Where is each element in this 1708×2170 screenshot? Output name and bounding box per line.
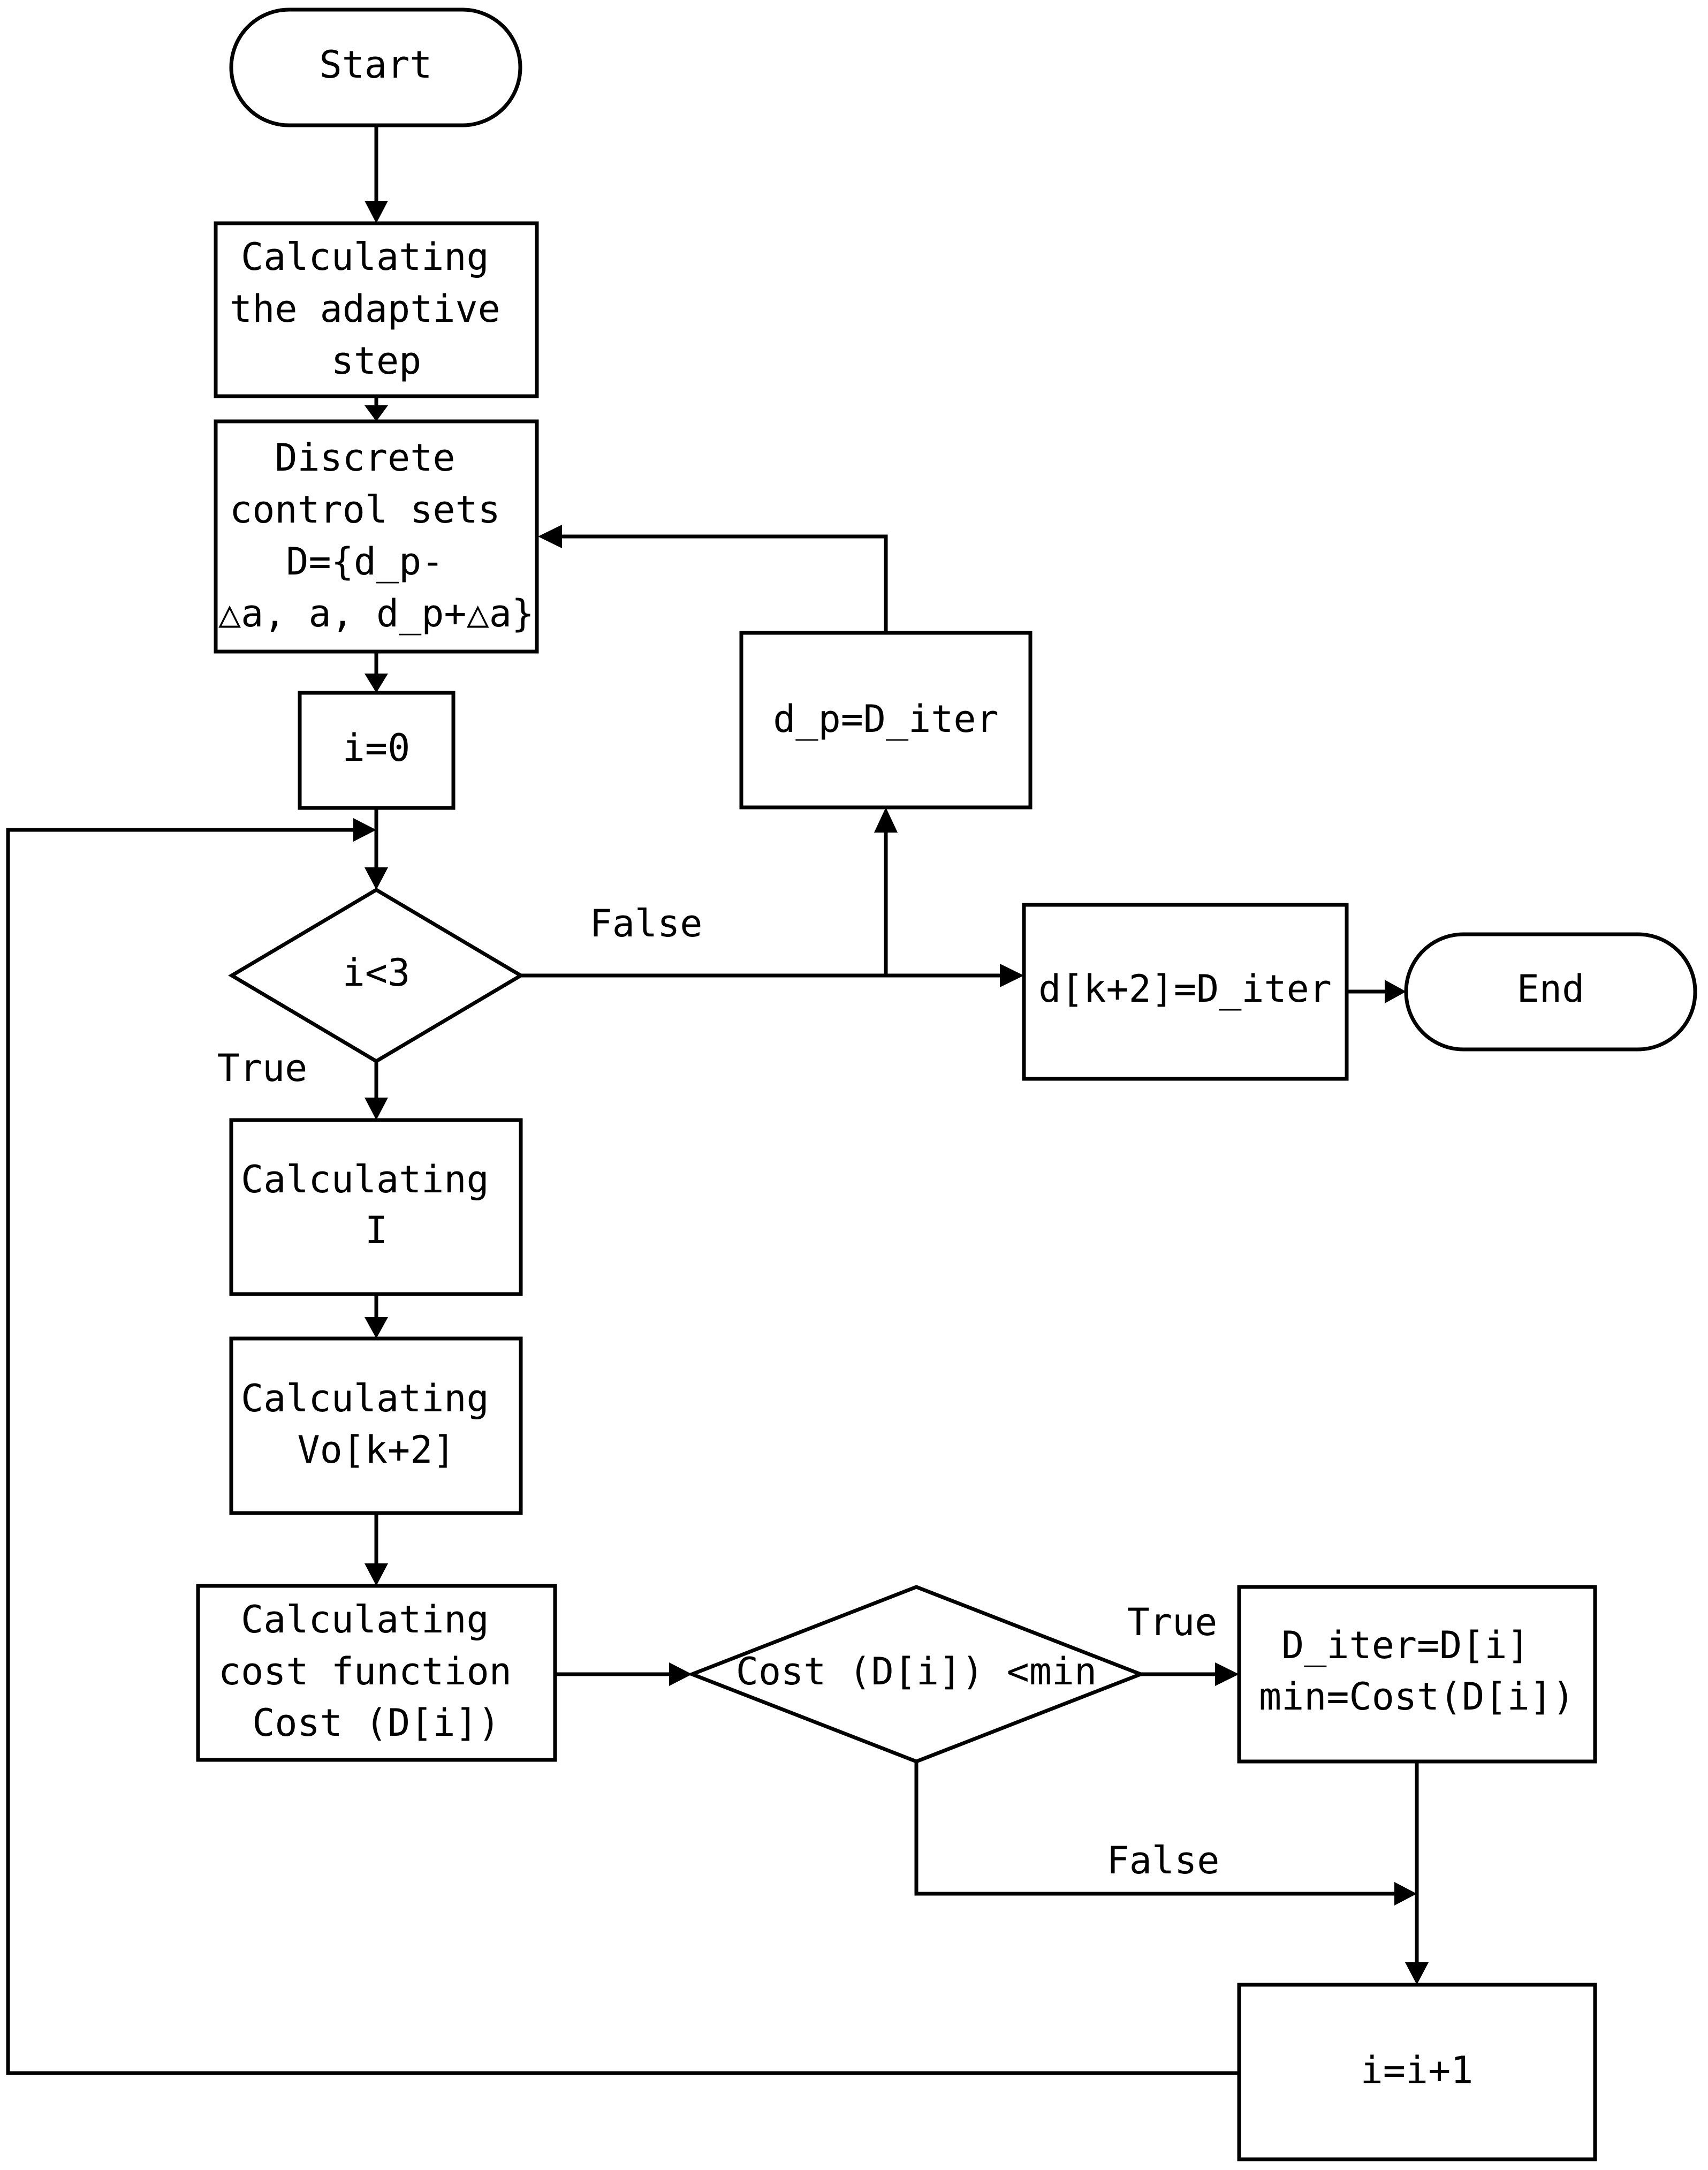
svg-text:Start: Start	[320, 43, 432, 87]
edge-cond-cost-false	[914, 1761, 1394, 1896]
discrete-sets-box	[214, 419, 539, 654]
node-cond-cost: Cost (D[i]) <min	[687, 1585, 1146, 1764]
edge-labels: False True True False	[217, 902, 1220, 1882]
node-end: End	[1404, 932, 1697, 1052]
calc-vo-line-2: Vo[k+2]	[297, 1428, 455, 1472]
node-calc-vo: Calculating Vo[k+2]	[229, 1336, 523, 1515]
arrowhead-dp	[874, 807, 898, 833]
svg-text:d_p=D_iter: d_p=D_iter	[773, 697, 998, 741]
cond-i-label: i<3	[343, 951, 410, 995]
d-out-label: d[k+2]=D_iter	[1038, 967, 1332, 1011]
svg-text:Calculating cost functio: Calculating cost function Cost (D[i])	[218, 1598, 534, 1745]
update-min-box	[1237, 1585, 1597, 1764]
cond-i-diamond	[228, 887, 525, 1064]
end-label: End	[1517, 967, 1584, 1011]
node-update-min: D_iter=D[i] min=Cost(D[i])	[1237, 1585, 1597, 1764]
cost-fn-line-3: Cost (D[i])	[252, 1701, 500, 1745]
node-cond-i: i<3	[228, 887, 525, 1064]
cost-fn-line-1: Calculating	[241, 1598, 489, 1642]
arrowhead-cond-i	[365, 867, 388, 890]
node-cost-fn: Calculating cost function Cost (D[i])	[196, 1584, 557, 1762]
svg-text:i=i+1: i=i+1	[1361, 2048, 1474, 2092]
discrete-sets-line-2: control sets	[230, 488, 500, 532]
start-label: Start	[320, 43, 432, 87]
node-inc-i: i=i+1	[1237, 1983, 1597, 2161]
start-terminal	[229, 7, 522, 127]
svg-text:i=0: i=0	[343, 726, 410, 770]
discrete-sets-line-1: Discrete	[275, 436, 455, 480]
arrowhead-calc-vo	[365, 1317, 388, 1339]
node-discrete-sets: Discrete control sets D={d_p- △a, a, d_p…	[214, 419, 539, 654]
dp-update-box	[739, 631, 1033, 810]
node-start: Start	[229, 7, 522, 127]
discrete-sets-line-4: △a, a, d_p+△a}	[218, 592, 534, 636]
calc-i-line-2: I	[365, 1208, 388, 1252]
arrowhead-merge	[1394, 1882, 1417, 1906]
edge-dp-to-discrete	[562, 534, 888, 633]
arrowhead-cond-cost	[669, 1662, 692, 1686]
cost-fn-box	[196, 1584, 557, 1762]
arrowhead-discrete-return	[538, 525, 562, 548]
svg-text:D_iter=D[i] min=Cost(D[i: D_iter=D[i] min=Cost(D[i])	[1259, 1623, 1575, 1719]
discrete-sets-line-3: D={d_p-	[286, 540, 444, 584]
update-min-line-2: min=Cost(D[i])	[1259, 1675, 1575, 1719]
arrowhead-inc-i	[1405, 1962, 1429, 1985]
connectors	[6, 126, 1429, 2075]
init-i-box	[298, 691, 456, 810]
edge-label-cond-cost-false: False	[1107, 1839, 1220, 1882]
adaptive-step-line-3: step	[331, 339, 422, 383]
cost-fn-line-2: cost function	[218, 1650, 512, 1693]
svg-text:Cost (D[i]) <min: Cost (D[i]) <min	[736, 1650, 1097, 1693]
node-init-i: i=0	[298, 691, 456, 810]
adaptive-step-line-1: Calculating	[241, 235, 489, 279]
arrowhead-update-min	[1215, 1662, 1239, 1686]
arrowhead-i0	[365, 674, 388, 693]
adaptive-step-box	[214, 221, 539, 398]
edge-loop-back	[6, 828, 1239, 2075]
edge-label-cond-i-true: True	[217, 1046, 308, 1090]
arrowhead-end	[1385, 980, 1406, 1003]
arrowhead-d-out	[1000, 964, 1024, 987]
svg-text:Calculating Vo[k+2]: Calculating Vo[k+2]	[241, 1377, 512, 1472]
svg-text:Discrete control sets: Discrete control sets D={d_p- △a, a, d_p…	[218, 436, 534, 636]
calc-i-box	[229, 1118, 523, 1296]
cond-cost-label: Cost (D[i]) <min	[736, 1650, 1097, 1693]
adaptive-step-line-2: the adaptive	[230, 287, 500, 331]
arrowhead-adaptive	[365, 201, 388, 223]
edge-label-cond-cost-true: True	[1127, 1600, 1218, 1644]
calc-vo-box	[229, 1336, 523, 1515]
arrowhead-loop-back	[353, 818, 376, 842]
calc-vo-line-1: Calculating	[241, 1377, 489, 1420]
svg-text:Calculating the adaptive: Calculating the adaptive step	[230, 235, 523, 383]
node-dp-update: d_p=D_iter	[739, 631, 1033, 810]
edge-label-cond-i-false: False	[590, 902, 703, 946]
arrowhead-cost-fn	[365, 1563, 388, 1586]
node-adaptive-step: Calculating the adaptive step	[214, 221, 539, 398]
svg-text:d[k+2]=D_iter: d[k+2]=D_iter	[1038, 967, 1332, 1011]
svg-text:i<3: i<3	[343, 951, 410, 995]
d-out-box	[1022, 903, 1349, 1081]
update-min-line-1: D_iter=D[i]	[1281, 1623, 1530, 1667]
svg-text:End: End	[1517, 967, 1584, 1011]
cond-cost-diamond	[687, 1585, 1146, 1764]
svg-text:Calculating I: Calculating I	[241, 1158, 512, 1252]
inc-i-label: i=i+1	[1361, 2048, 1474, 2092]
inc-i-box	[1237, 1983, 1597, 2161]
calc-i-line-1: Calculating	[241, 1158, 489, 1201]
arrowhead-calc-i	[365, 1098, 388, 1120]
end-terminal	[1404, 932, 1697, 1052]
dp-update-label: d_p=D_iter	[773, 697, 998, 741]
node-calc-i: Calculating I	[229, 1118, 523, 1296]
node-d-out: d[k+2]=D_iter	[1022, 903, 1349, 1081]
arrowhead-discrete	[365, 405, 388, 421]
init-i-label: i=0	[343, 726, 410, 770]
